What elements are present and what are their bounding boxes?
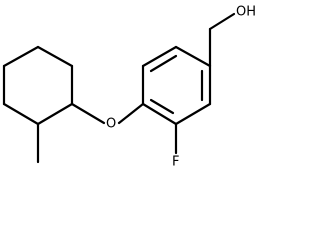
aromatic-double-bond — [149, 98, 175, 115]
ring-bond — [36, 45, 74, 68]
cyclohexane-ring — [2, 45, 74, 126]
aromatic-double-bond — [149, 54, 178, 73]
chemical-structure-diagram: O OH F — [2, 5, 256, 170]
ring-bond — [141, 102, 178, 126]
ch2-oh-bond — [208, 12, 236, 31]
benzene-ring — [141, 45, 212, 126]
oxygen-atom-label: O — [106, 117, 116, 132]
fluorine-atom-label: F — [172, 155, 179, 170]
ring-bond — [36, 102, 74, 126]
ring-bond — [141, 45, 178, 68]
ether-bond-left — [70, 102, 106, 125]
ring-bond — [174, 102, 212, 126]
hydroxyl-label: OH — [236, 5, 256, 20]
ring-bond — [2, 45, 40, 68]
ether-bond-right — [117, 102, 145, 125]
ring-bond — [174, 45, 212, 68]
ring-bond — [2, 102, 40, 126]
